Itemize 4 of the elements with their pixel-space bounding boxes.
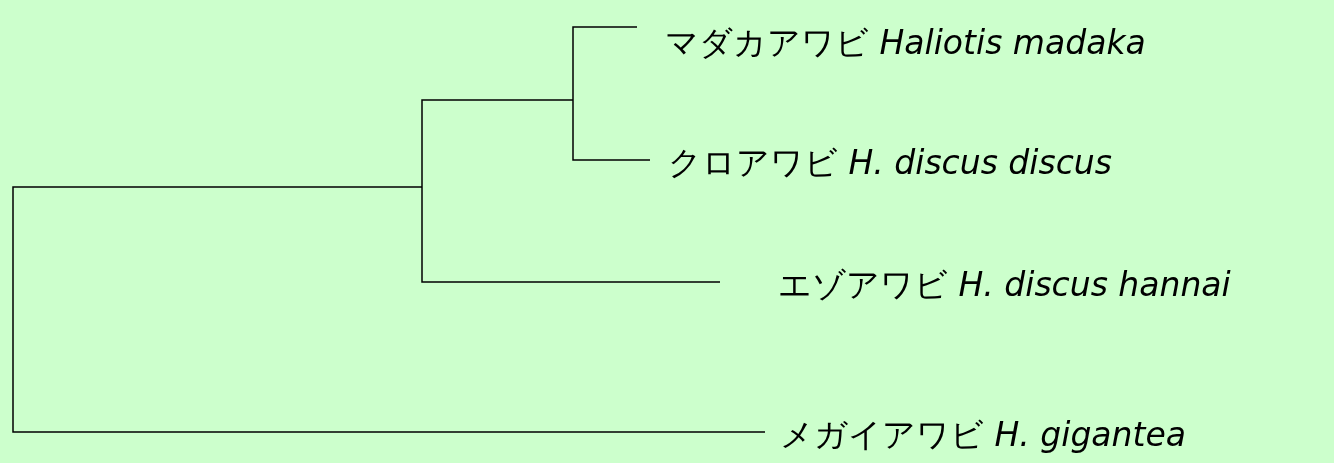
species-label: マダカアワビ Haliotis madaka [665, 25, 1146, 59]
species-label: クロアワビ H. discus discus [668, 145, 1112, 179]
species-label: エゾアワビ H. discus hannai [778, 267, 1231, 301]
species-label: メガイアワビ H. gigantea [780, 417, 1186, 451]
